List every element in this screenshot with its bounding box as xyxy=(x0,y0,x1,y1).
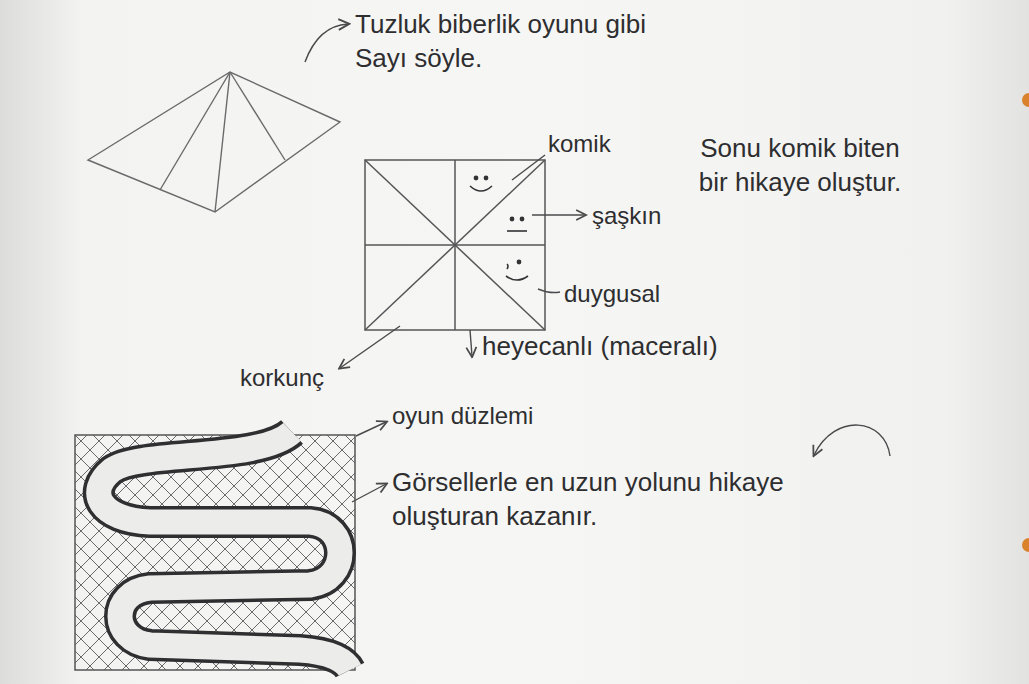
handwritten-note: oyun düzlemi xyxy=(392,400,533,431)
face-icons xyxy=(470,176,528,280)
handwritten-note: heyecanlı (maceralı) xyxy=(482,330,718,364)
fortune-teller-sketch xyxy=(88,72,340,212)
handwritten-note: Görsellerle en uzun yolunu hikaye oluştu… xyxy=(392,466,852,534)
handwritten-note: komik xyxy=(548,128,611,159)
punch-hole xyxy=(1022,538,1029,552)
pointer-arrow xyxy=(352,484,386,502)
handwritten-note: korkunç xyxy=(240,362,324,393)
pointer-arrow xyxy=(340,326,400,368)
insert-arrow xyxy=(814,425,890,456)
snake-path-outline xyxy=(99,432,350,670)
pointer-arrow xyxy=(356,422,386,436)
handwritten-note: şaşkın xyxy=(592,200,661,231)
handwritten-note: duygusal xyxy=(564,278,660,309)
punch-hole xyxy=(1022,93,1029,107)
leader-line xyxy=(512,155,560,293)
handwritten-note: Sonu komik biten bir hikaye oluştur. xyxy=(690,132,910,200)
snake-path xyxy=(99,432,350,670)
handwritten-note: Tuzluk biberlik oyunu gibi Sayı söyle. xyxy=(355,8,675,76)
pointer-arrow xyxy=(532,214,585,215)
pointer-arrow xyxy=(470,330,472,356)
pointer-arrow xyxy=(305,24,348,62)
mood-square xyxy=(365,160,545,330)
